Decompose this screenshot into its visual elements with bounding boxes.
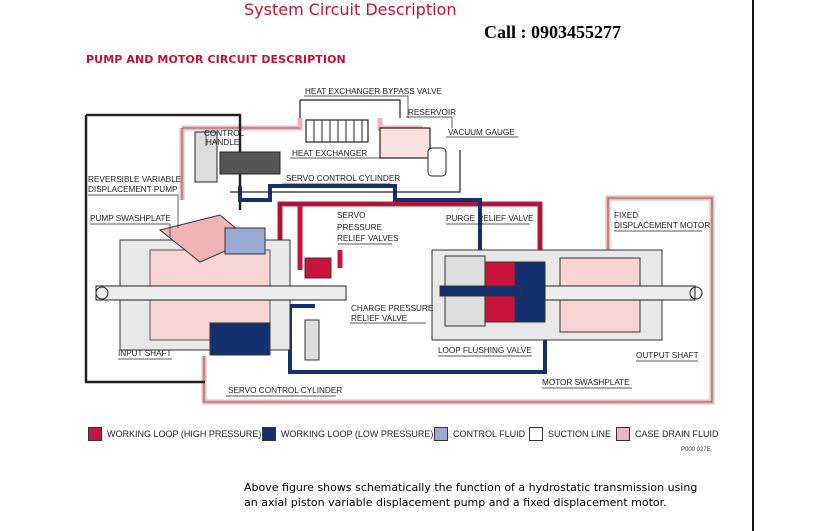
label-servo: SERVO (337, 211, 366, 220)
legend-swatch (88, 427, 102, 441)
caption-text: Above figure shows schematically the fun… (244, 481, 698, 509)
page-title: System Circuit Description (244, 0, 457, 19)
legend-label: WORKING LOOP (LOW PRESSURE) (281, 429, 434, 439)
output-shaft (544, 285, 703, 301)
legend-item-low-pressure: WORKING LOOP (LOW PRESSURE) (262, 426, 433, 442)
label-reservoir: RESERVOIR (408, 108, 456, 117)
legend-item-control-fluid: CONTROL FLUID (434, 426, 525, 442)
label-input-shaft: INPUT SHAFT (118, 349, 172, 358)
legend-swatch (616, 427, 630, 441)
legend-item-suction-line: SUCTION LINE (529, 426, 611, 442)
label-heat-exchanger: HEAT EXCHANGER (292, 149, 367, 158)
label-motor-swashplate: MOTOR SWASHPLATE (542, 378, 630, 387)
page-divider-line (752, 0, 754, 531)
reservoir (379, 127, 431, 159)
legend-label: CONTROL FLUID (453, 429, 526, 439)
legend-label: CASE DRAIN FLUID (635, 429, 719, 439)
legend-swatch (262, 427, 276, 441)
label-handle: HANDLE (206, 138, 240, 147)
label-relief-valves: RELIEF VALVES (337, 234, 399, 243)
legend-item-case-drain: CASE DRAIN FLUID (616, 426, 719, 442)
label-servo-control-cylinder-bottom: SERVO CONTROL CYLINDER (228, 386, 342, 395)
label-purge-relief-valve: PURGE RELIEF VALVE (446, 214, 534, 223)
charge-pressure-relief-valve (304, 319, 320, 361)
heat-exchanger (305, 119, 369, 143)
label-fixed: FIXED (614, 211, 638, 220)
label-charge-pressure: CHARGE PRESSURE (351, 304, 434, 313)
label-control: CONTROL (204, 129, 244, 138)
label-vacuum-gauge: VACUUM GAUGE (448, 128, 515, 137)
section-title: PUMP AND MOTOR CIRCUIT DESCRIPTION (86, 53, 346, 66)
label-output-shaft: OUTPUT SHAFT (636, 351, 699, 360)
label-loop-flushing-valve: LOOP FLUSHING VALVE (438, 346, 532, 355)
legend-label: WORKING LOOP (HIGH PRESSURE) (107, 429, 262, 439)
legend-swatch (434, 427, 448, 441)
label-displacement-motor: DISPLACEMENT MOTOR (614, 221, 710, 230)
phone-contact: Call : 0903455277 (484, 22, 621, 42)
label-relief-valve: RELIEF VALVE (351, 314, 408, 323)
label-servo-control-cylinder-top: SERVO CONTROL CYLINDER (286, 174, 400, 183)
legend-label: SUCTION LINE (548, 429, 612, 439)
legend-swatch (529, 427, 543, 441)
vacuum-gauge (427, 147, 447, 177)
legend-item-high-pressure: WORKING LOOP (HIGH PRESSURE) (88, 426, 261, 442)
label-pressure: PRESSURE (337, 223, 383, 232)
label-pump-swashplate: PUMP SWASHPLATE (90, 214, 171, 223)
figure-reference: P000 027E (681, 447, 711, 453)
label-heat-exchanger-bypass-valve: HEAT EXCHANGER BYPASS VALVE (305, 87, 443, 96)
servo-relief-valves (304, 257, 332, 279)
label-reversible-variable: REVERSIBLE VARIABLE (88, 175, 182, 184)
suction-line (84, 113, 242, 384)
label-displacement-pump: DISPLACEMENT PUMP (88, 185, 178, 194)
input-shaft (95, 285, 347, 301)
pump-body (119, 131, 291, 356)
